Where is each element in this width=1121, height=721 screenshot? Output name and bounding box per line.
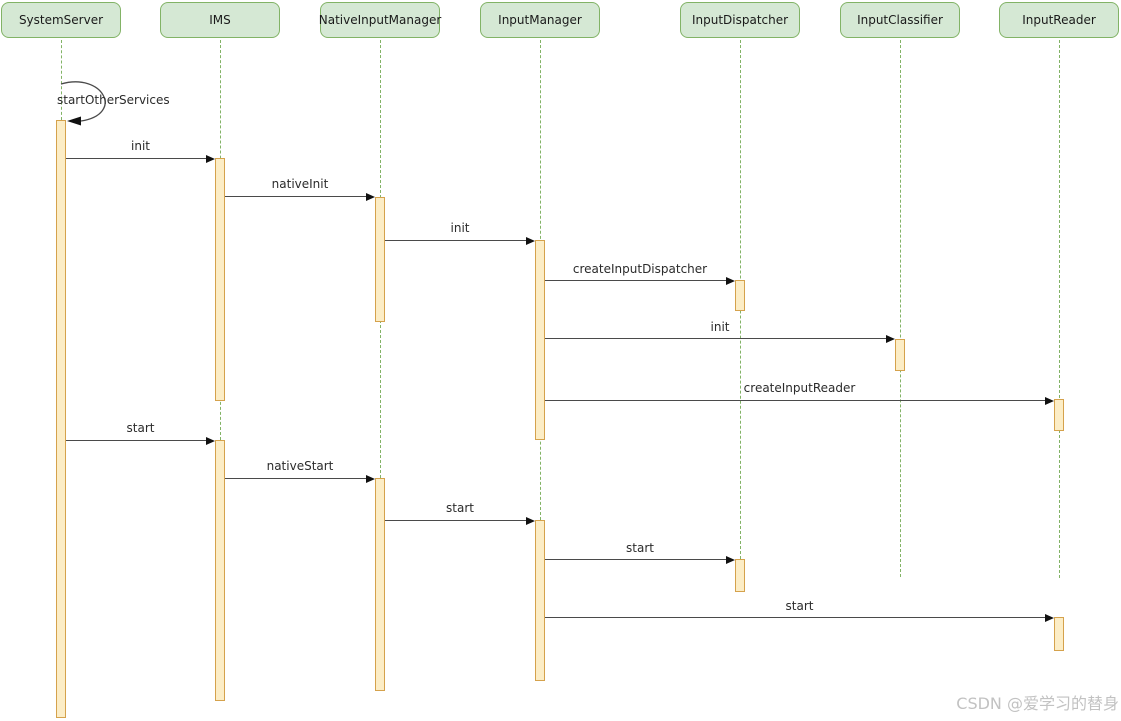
activation-bar-inputmanager-2 — [535, 520, 545, 681]
lifeline-systemserver — [61, 40, 62, 120]
actor-label: NativeInputManager — [318, 13, 442, 27]
message-label: init — [710, 320, 730, 334]
message-line — [225, 478, 367, 479]
message-label: createInputReader — [743, 381, 856, 395]
arrowhead-icon — [726, 277, 735, 285]
actor-label: SystemServer — [18, 13, 104, 27]
watermark: CSDN @爱学习的替身 — [956, 694, 1119, 713]
activation-bar-inputreader-2 — [1054, 617, 1064, 651]
actor-box-inputdispatcher: InputDispatcher — [680, 2, 800, 38]
actor-label: IMS — [209, 13, 231, 27]
arrowhead-icon — [1045, 397, 1054, 405]
message-line — [66, 158, 207, 159]
message-label: init — [131, 139, 150, 153]
activation-bar-inputreader-1 — [1054, 399, 1064, 431]
message-line — [545, 400, 1046, 401]
actor-box-nativeinputmanager: NativeInputManager — [318, 2, 442, 38]
actor-box-inputmanager: InputManager — [480, 2, 600, 38]
activation-bar-inputdispatcher-2 — [735, 559, 745, 592]
arrowhead-icon — [526, 237, 535, 245]
message-label: nativeStart — [266, 459, 334, 473]
arrowhead-icon — [206, 155, 215, 163]
message-line — [545, 280, 727, 281]
arrowhead-icon — [1045, 614, 1054, 622]
message-label: init — [450, 221, 470, 235]
lifeline-inputreader — [1059, 40, 1060, 578]
activation-bar-systemserver — [56, 120, 66, 718]
actor-label: InputReader — [1022, 13, 1096, 27]
actor-label: InputManager — [498, 13, 582, 27]
activation-bar-nativeinputmanager-1 — [375, 197, 385, 322]
message-label: start — [126, 421, 155, 435]
message-line — [545, 338, 887, 339]
message-line — [385, 520, 527, 521]
message-label: start — [446, 501, 474, 515]
activation-bar-inputmanager-1 — [535, 240, 545, 440]
arrowhead-icon — [366, 475, 375, 483]
message-label: startOtherServices — [57, 93, 170, 107]
message-line — [66, 440, 207, 441]
message-line — [385, 240, 527, 241]
activation-bar-ims-2 — [215, 440, 225, 701]
arrowhead-icon — [206, 437, 215, 445]
actor-box-ims: IMS — [160, 2, 280, 38]
arrowhead-icon — [726, 556, 735, 564]
message-label: createInputDispatcher — [572, 262, 708, 276]
activation-bar-ims-1 — [215, 158, 225, 401]
message-line — [545, 617, 1046, 618]
arrowhead-icon — [526, 517, 535, 525]
lifeline-inputclassifier — [900, 40, 901, 577]
activation-bar-nativeinputmanager-2 — [375, 478, 385, 691]
message-line — [225, 196, 367, 197]
message-label: start — [626, 541, 654, 555]
actor-label: InputClassifier — [857, 13, 943, 27]
message-label: start — [785, 599, 814, 613]
arrowhead-icon — [886, 335, 895, 343]
actor-box-inputreader: InputReader — [999, 2, 1119, 38]
actor-box-systemserver: SystemServer — [1, 2, 121, 38]
activation-bar-inputdispatcher-1 — [735, 280, 745, 311]
activation-bar-inputclassifier-1 — [895, 339, 905, 371]
arrowhead-icon — [67, 116, 81, 126]
actor-box-inputclassifier: InputClassifier — [840, 2, 960, 38]
arrowhead-icon — [366, 193, 375, 201]
message-line — [545, 559, 727, 560]
self-message-arc — [60, 81, 106, 126]
actor-label: InputDispatcher — [691, 13, 789, 27]
message-label: nativeInit — [271, 177, 329, 191]
